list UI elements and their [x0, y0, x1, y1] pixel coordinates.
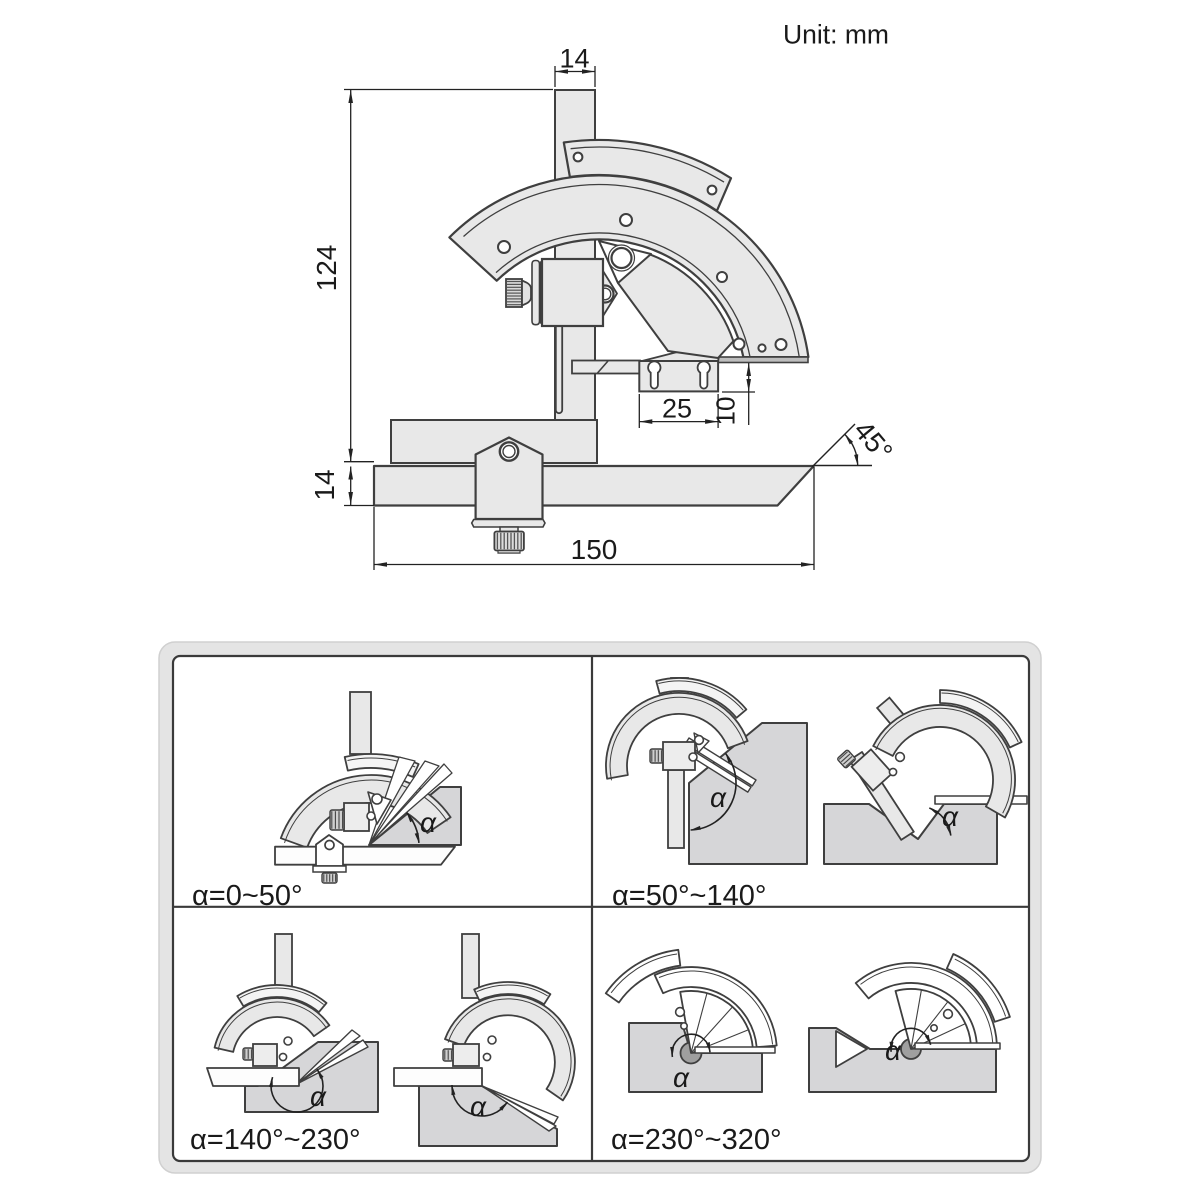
svg-text:α: α — [942, 801, 959, 832]
svg-text:α=0~50°: α=0~50° — [192, 880, 303, 912]
svg-text:14: 14 — [309, 469, 340, 500]
svg-text:α=230°~320°: α=230°~320° — [611, 1124, 782, 1156]
svg-text:25: 25 — [662, 394, 692, 424]
svg-text:α: α — [420, 807, 437, 838]
svg-text:150: 150 — [571, 534, 618, 565]
svg-text:α: α — [710, 782, 727, 813]
svg-text:14: 14 — [559, 44, 589, 74]
svg-text:α: α — [885, 1035, 902, 1066]
svg-text:α: α — [310, 1081, 327, 1112]
svg-text:α=50°~140°: α=50°~140° — [612, 880, 766, 912]
svg-text:α=140°~230°: α=140°~230° — [190, 1124, 361, 1156]
svg-text:124: 124 — [311, 245, 342, 292]
svg-text:10: 10 — [711, 397, 741, 426]
svg-text:α: α — [673, 1062, 690, 1093]
svg-text:α: α — [470, 1091, 487, 1122]
svg-text:Unit: mm: Unit: mm — [783, 20, 889, 50]
